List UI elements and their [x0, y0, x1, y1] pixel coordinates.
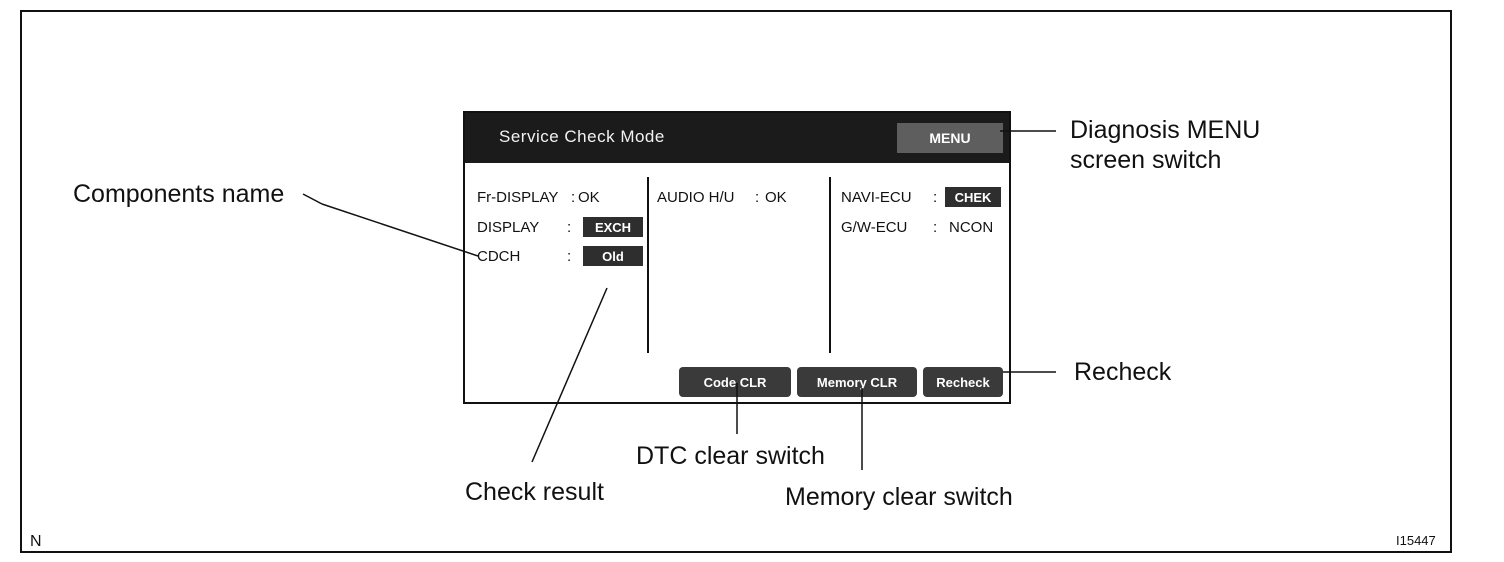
- code-clr-button[interactable]: Code CLR: [679, 367, 791, 397]
- component-label-display: DISPLAY: [477, 219, 540, 236]
- title-bar: Service Check Mode MENU: [465, 113, 1009, 163]
- menu-button[interactable]: MENU: [897, 123, 1003, 153]
- component-label-audio-hu: AUDIO H/U: [657, 189, 735, 206]
- separator: :: [571, 189, 576, 206]
- corner-letter: N: [30, 533, 42, 550]
- separator: :: [933, 189, 938, 206]
- memory-clr-button[interactable]: Memory CLR: [797, 367, 917, 397]
- leader-components-name: [302, 193, 323, 205]
- screen-title: Service Check Mode: [499, 127, 665, 146]
- check-result-cdch-badge[interactable]: Old: [583, 246, 643, 266]
- callout-recheck: Recheck: [1074, 358, 1172, 386]
- callout-dtc-clear-switch: DTC clear switch: [636, 442, 825, 470]
- check-result-navi-ecu-badge[interactable]: CHEK: [945, 187, 1001, 207]
- figure-id: I15447: [1396, 533, 1436, 548]
- component-label-fr-display: Fr-DISPLAY: [477, 189, 559, 206]
- check-result-display-badge[interactable]: EXCH: [583, 217, 643, 237]
- column-divider-1: [647, 177, 649, 353]
- separator: :: [933, 219, 938, 236]
- figure-frame: [20, 10, 1452, 553]
- check-result-gw-ecu: NCON: [949, 219, 994, 236]
- leader-check-result: [531, 287, 608, 463]
- separator: :: [755, 189, 760, 206]
- separator: :: [567, 248, 572, 265]
- component-label-gw-ecu: G/W-ECU: [841, 219, 908, 236]
- check-result-audio-hu: OK: [765, 189, 787, 206]
- component-label-cdch: CDCH: [477, 248, 521, 265]
- callout-components-name: Components name: [73, 180, 285, 208]
- column-divider-2: [829, 177, 831, 353]
- leader-components-name-2: [321, 203, 479, 257]
- callout-diagnosis-menu-line1: Diagnosis MENU: [1070, 116, 1261, 144]
- check-result-fr-display: OK: [578, 189, 600, 206]
- callout-check-result: Check result: [465, 478, 604, 506]
- separator: :: [567, 219, 572, 236]
- callout-memory-clear-switch: Memory clear switch: [785, 483, 1013, 511]
- recheck-button[interactable]: Recheck: [923, 367, 1003, 397]
- component-label-navi-ecu: NAVI-ECU: [841, 189, 912, 206]
- callout-diagnosis-menu-line2: screen switch: [1070, 146, 1222, 174]
